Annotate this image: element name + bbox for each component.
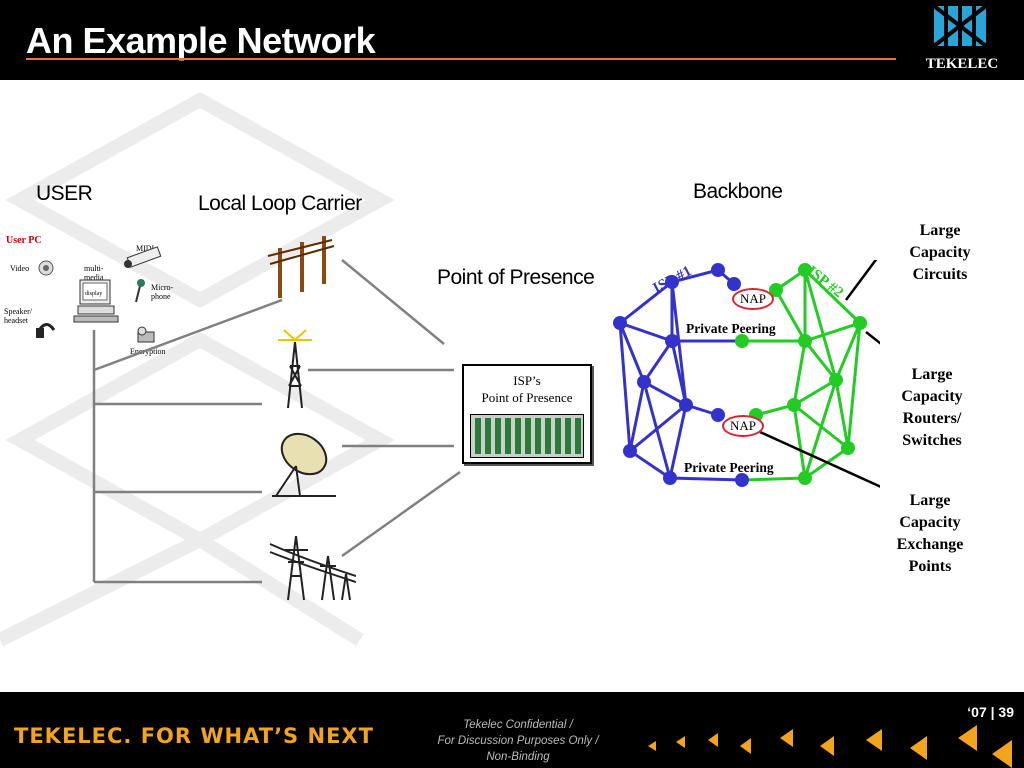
connection-lines [92, 259, 461, 584]
callout-routers: Large Capacity Routers/ Switches [901, 366, 963, 449]
confidential-line3: Non-Binding [486, 751, 550, 763]
title-underline [26, 58, 896, 60]
tekelec-logo-icon [932, 4, 988, 48]
logo-text: TEKELEC [925, 56, 999, 72]
radio-tower-icon [278, 329, 312, 409]
private-peering-bottom-label: Private Peering [684, 460, 774, 475]
encryption-label: Encryption [130, 347, 166, 356]
footer-bar [0, 692, 1024, 768]
background-watermark [0, 91, 395, 647]
pop-heading: Point of Presence [437, 266, 595, 289]
page-number: ‘07 | 39 [967, 704, 1014, 720]
private-peering-top-label: Private Peering [686, 321, 776, 336]
local-loop-heading: Local Loop Carrier [198, 192, 362, 215]
video-label: Video [10, 264, 30, 273]
microphone-label: Micro- phone [151, 283, 174, 301]
backbone-heading: Backbone [693, 180, 783, 203]
video-camera-icon [38, 260, 54, 276]
headset-icon [36, 323, 56, 338]
midi-keyboard-icon [124, 246, 162, 268]
computer-monitor-icon [73, 279, 119, 323]
server-rack-icon [470, 414, 584, 458]
slide-title: An Example Network [26, 20, 376, 61]
nap-bottom-badge: NAP [722, 415, 764, 437]
confidential-line1: Tekelec Confidential / [463, 719, 573, 731]
confidential-notice: Tekelec Confidential / For Discussion Pu… [418, 717, 618, 765]
footer-tagline: TEKELEC. FOR WHAT’S NEXT [14, 724, 374, 748]
isp-pop-box: ISP’s Point of Presence [462, 364, 592, 464]
power-lines-icon [269, 535, 356, 601]
nap-top-badge: NAP [732, 288, 774, 310]
header-bar [0, 0, 1024, 80]
callout-circuits: Large Capacity Circuits [909, 222, 971, 283]
telephone-poles-icon [267, 236, 335, 298]
display-text: display [85, 291, 102, 297]
midi-label: MIDI [136, 244, 155, 253]
confidential-line2: For Discussion Purposes Only / [437, 735, 599, 747]
callout-exchange: Large Capacity Exchange Points [896, 492, 964, 575]
user-heading: USER [36, 182, 93, 205]
microphone-icon [135, 279, 145, 303]
pop-box-line2: Point of Presence [481, 390, 573, 405]
multimedia-label: multi- media [84, 264, 104, 282]
user-pc-illustration: display [36, 246, 162, 343]
speaker-label: Speaker/ headset [4, 307, 32, 325]
decorative-arrows-icon [648, 725, 1012, 768]
pop-box-line1: ISP’s [513, 373, 541, 388]
user-pc-label: User PC [6, 235, 42, 246]
satellite-dish-icon [272, 432, 336, 497]
encryption-device-icon [137, 326, 155, 343]
backbone-network-graph [613, 260, 880, 488]
